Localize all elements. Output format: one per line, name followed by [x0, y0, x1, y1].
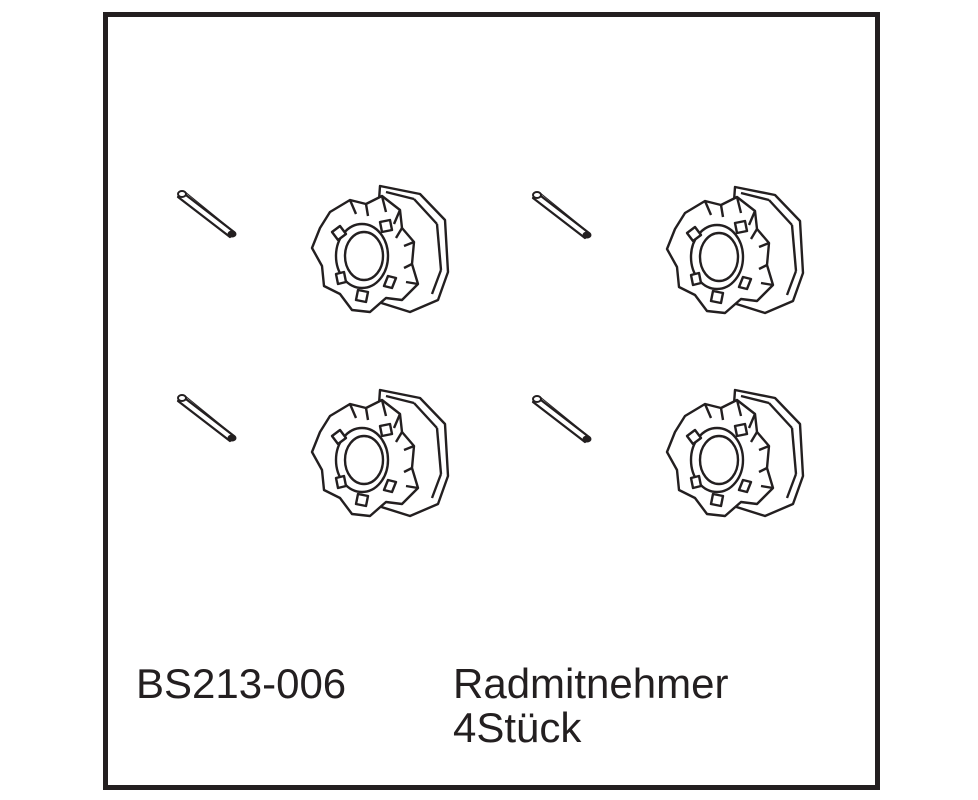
pin-icon — [176, 189, 238, 239]
part-description: Radmitnehmer 4Stück — [453, 662, 728, 750]
part-number: BS213-006 — [136, 660, 347, 707]
wheel-hex-hub-icon — [310, 388, 450, 518]
pin-icon — [531, 394, 593, 444]
part-name: Radmitnehmer — [453, 660, 729, 707]
pin-icon — [176, 393, 238, 443]
wheel-hex-hub-icon — [310, 184, 450, 314]
pin-icon — [531, 190, 593, 240]
wheel-hex-hub-icon — [665, 185, 805, 315]
drawing-frame — [103, 12, 880, 790]
wheel-hex-hub-icon — [665, 388, 805, 518]
part-quantity: 4Stück — [453, 704, 582, 751]
